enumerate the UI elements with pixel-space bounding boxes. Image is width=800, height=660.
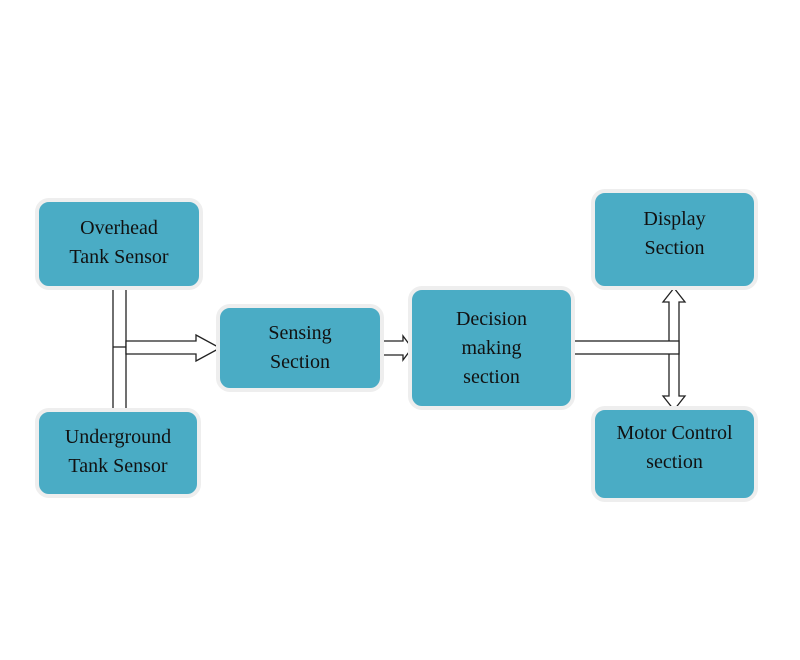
bar-decision-to-outputs bbox=[567, 340, 680, 355]
node-underground-tank-sensor: Underground Tank Sensor bbox=[35, 408, 201, 498]
node-motor-control-section: Motor Control section bbox=[591, 406, 758, 502]
node-label-line: Tank Sensor bbox=[68, 455, 168, 477]
node-sensing-section: Sensing Section bbox=[216, 304, 384, 392]
node-label-line: Section bbox=[270, 351, 330, 373]
node-decision-making-section: Decision making section bbox=[408, 286, 575, 410]
node-label-line: section bbox=[463, 365, 520, 388]
node-label-line: Decision bbox=[455, 307, 528, 330]
node-label-line: section bbox=[646, 451, 703, 473]
node-label-line: Section bbox=[644, 236, 705, 259]
node-label-line: Tank Sensor bbox=[69, 246, 169, 268]
node-label-line: Underground bbox=[64, 426, 172, 448]
node-overhead-tank-sensor: Overhead Tank Sensor bbox=[35, 198, 203, 290]
node-display-section: Display Section bbox=[591, 189, 758, 290]
arrow-sensors-to-sensing bbox=[125, 333, 222, 363]
node-label-line: Motor Control bbox=[616, 422, 733, 444]
node-label-line: Display bbox=[643, 207, 706, 230]
node-label-line: Sensing bbox=[268, 322, 332, 344]
node-label-line: making bbox=[461, 336, 522, 359]
sensor-junction-bar bbox=[112, 286, 127, 412]
node-label-line: Overhead bbox=[80, 217, 158, 239]
